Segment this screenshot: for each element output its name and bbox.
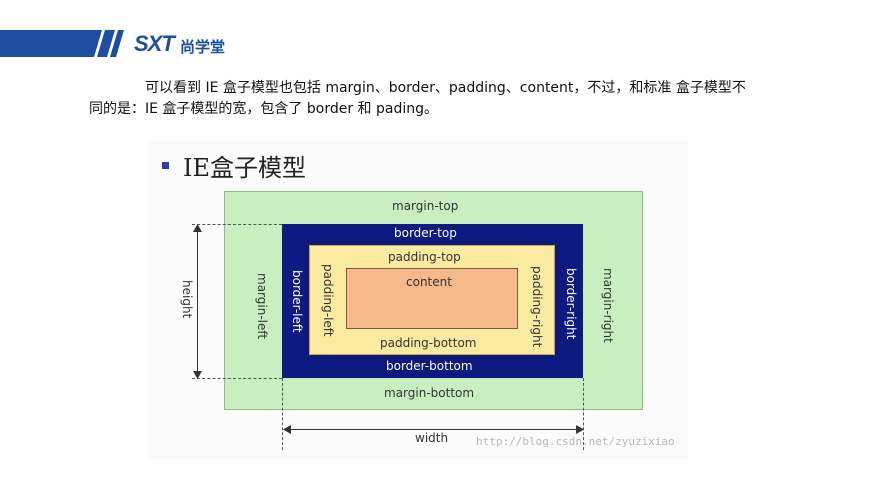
paragraph-line-2: 同的是：IE 盒子模型的宽，包含了 border 和 pading。 [89,101,438,117]
height-guide-top [192,224,282,225]
watermark: http://blog.csdn.net/zyuzixiao [476,435,675,448]
stripes-decoration [84,30,124,57]
width-label: width [415,431,449,445]
slide-header: SXT 尚学堂 [0,0,878,64]
height-dimension-line [197,226,198,377]
border-bottom-label: border-bottom [386,359,473,373]
content-box [346,268,518,329]
height-arrows [193,224,202,379]
intro-paragraph: 可以看到 IE 盒子模型也包括 margin、border、padding、co… [89,78,817,120]
width-guide-left [282,378,283,450]
width-dimension-line [284,429,582,430]
header-bar [0,30,92,57]
brand-logo-cn: 尚学堂 [180,38,226,56]
border-left-label: border-left [290,270,304,333]
margin-top-label: margin-top [392,199,459,213]
content-label: content [406,275,452,289]
margin-left-label: margin-left [255,273,269,340]
height-guide-bottom [192,378,282,379]
border-right-label: border-right [564,268,578,340]
brand-logo: SXT [134,31,175,56]
diagram-title: IE盒子模型 [183,154,306,182]
bullet-icon [162,162,169,169]
padding-left-label: padding-left [321,264,335,337]
padding-top-label: padding-top [388,250,461,264]
margin-bottom-label: margin-bottom [384,386,475,400]
width-arrows [283,425,584,434]
width-guide-right [583,378,584,450]
margin-right-label: margin-right [601,268,615,343]
border-top-label: border-top [394,226,457,240]
padding-right-label: padding-right [530,266,544,348]
paragraph-line-1: 可以看到 IE 盒子模型也包括 margin、border、padding、co… [145,80,746,96]
height-label: height [180,280,194,319]
padding-bottom-label: padding-bottom [380,336,477,350]
